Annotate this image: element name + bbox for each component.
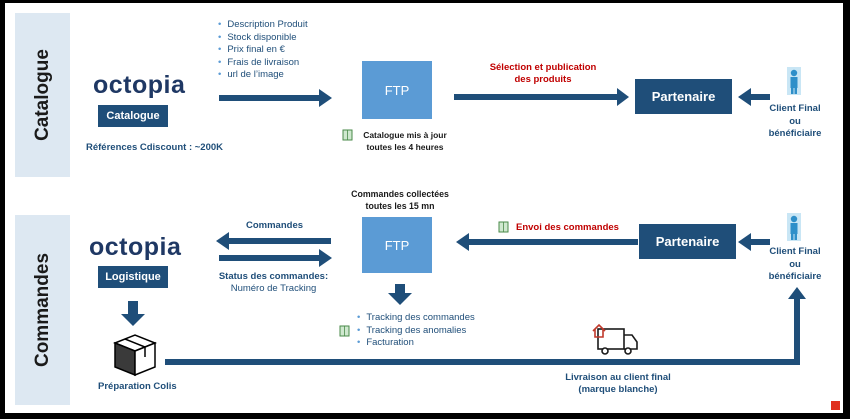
client-line2-commandes: ou xyxy=(789,258,801,270)
bullet-item: Tracking des anomalies xyxy=(357,325,475,338)
commandes-section-label: Commandes xyxy=(15,215,70,405)
corner-mark xyxy=(831,401,840,410)
partner-box-catalogue: Partenaire xyxy=(635,79,732,114)
arrow-ftp-down xyxy=(388,284,412,305)
client-label-catalogue: Client Final ou bénéficiaire xyxy=(760,103,830,141)
client-line2: ou xyxy=(789,115,801,127)
bullet-item: Stock disponible xyxy=(218,32,308,45)
arrow-logistique-down xyxy=(121,301,145,326)
arrow-client-to-partner xyxy=(738,88,770,106)
catalogue-section-label: Catalogue xyxy=(15,13,70,177)
status-label: Status des commandes: Numéro de Tracking xyxy=(216,271,331,295)
references-text: Références Cdiscount : ~200K xyxy=(86,142,224,153)
arrow-layer xyxy=(112,88,806,377)
ftp-note-line1: Catalogue mis à jour xyxy=(363,130,447,140)
bullet-item: Prix final en € xyxy=(218,44,308,57)
selection-line2: des produits xyxy=(514,74,572,85)
preparation-label: Préparation Colis xyxy=(98,381,177,392)
partner-box-commandes: Partenaire xyxy=(639,224,736,259)
arrow-client-to-partner-2 xyxy=(738,233,770,251)
livraison-line2: (marque blanche) xyxy=(578,384,658,395)
selection-label: Sélection et publication des produits xyxy=(483,62,603,86)
client-line1-commandes: Client Final xyxy=(769,246,821,257)
bullet-item: Tracking des commandes xyxy=(357,312,474,325)
ftp-box-commandes: FTP xyxy=(362,217,432,273)
collected-line1: Commandes collectées xyxy=(351,189,449,199)
collected-line2: toutes les 15 mn xyxy=(365,201,435,211)
commandes-arrow-label: Commandes xyxy=(246,220,304,231)
ftp-note-catalogue: Catalogue mis à jour toutes les 4 heures xyxy=(355,129,455,153)
octopia-logo-catalogue: octopia xyxy=(93,71,186,99)
client-line3-commandes: bénéficiaire xyxy=(768,271,822,282)
bullet-item: Description Produit xyxy=(218,19,307,32)
client-label-commandes: Client Final ou bénéficiaire xyxy=(760,246,830,284)
bullet-item: Frais de livraison xyxy=(218,57,308,70)
logistique-module-box: Logistique xyxy=(98,266,168,288)
livraison-line1: Livraison au client final xyxy=(565,372,671,383)
status-line1: Status des commandes: xyxy=(218,271,329,282)
status-line2: Numéro de Tracking xyxy=(230,283,317,294)
arrow-commandes-to-logo xyxy=(216,232,331,250)
bullet-item: url de l’image xyxy=(218,69,308,82)
commandes-bullet-list: Tracking des commandes Tracking des anom… xyxy=(357,312,475,350)
selection-line1: Sélection et publication xyxy=(489,62,597,73)
truck-icon xyxy=(592,323,638,355)
slide: Catalogue Commandes xyxy=(5,3,843,413)
catalogue-bullet-list: Description Produit Stock disponible Pri… xyxy=(218,19,308,82)
arrow-logo-to-ftp xyxy=(219,89,332,107)
collected-note: Commandes collectées toutes les 15 mn xyxy=(335,188,465,212)
envoi-label: Envoi des commandes xyxy=(516,222,619,233)
bullet-item: Facturation xyxy=(357,337,475,350)
arrow-partner-to-ftp xyxy=(456,233,638,251)
arrow-ftp-to-partner xyxy=(454,88,629,106)
ftp-note-line2: toutes les 4 heures xyxy=(366,142,444,152)
octopia-logo-commandes: octopia xyxy=(89,233,182,261)
client-line3: bénéficiaire xyxy=(768,128,822,139)
ftp-box-catalogue: FTP xyxy=(362,61,432,119)
doc-icon-envoi xyxy=(498,221,509,233)
catalogue-module-box: Catalogue xyxy=(98,105,168,127)
doc-icon-tracking xyxy=(339,325,350,337)
arrow-status-to-ftp xyxy=(219,249,332,267)
package-icon xyxy=(112,334,158,377)
client-line1: Client Final xyxy=(769,103,821,114)
doc-icon-catalogue xyxy=(342,129,353,141)
person-icon-catalogue xyxy=(787,67,801,95)
livraison-label: Livraison au client final (marque blanch… xyxy=(553,372,683,396)
person-icon-commandes xyxy=(787,213,801,241)
arrow-delivery xyxy=(165,287,806,365)
